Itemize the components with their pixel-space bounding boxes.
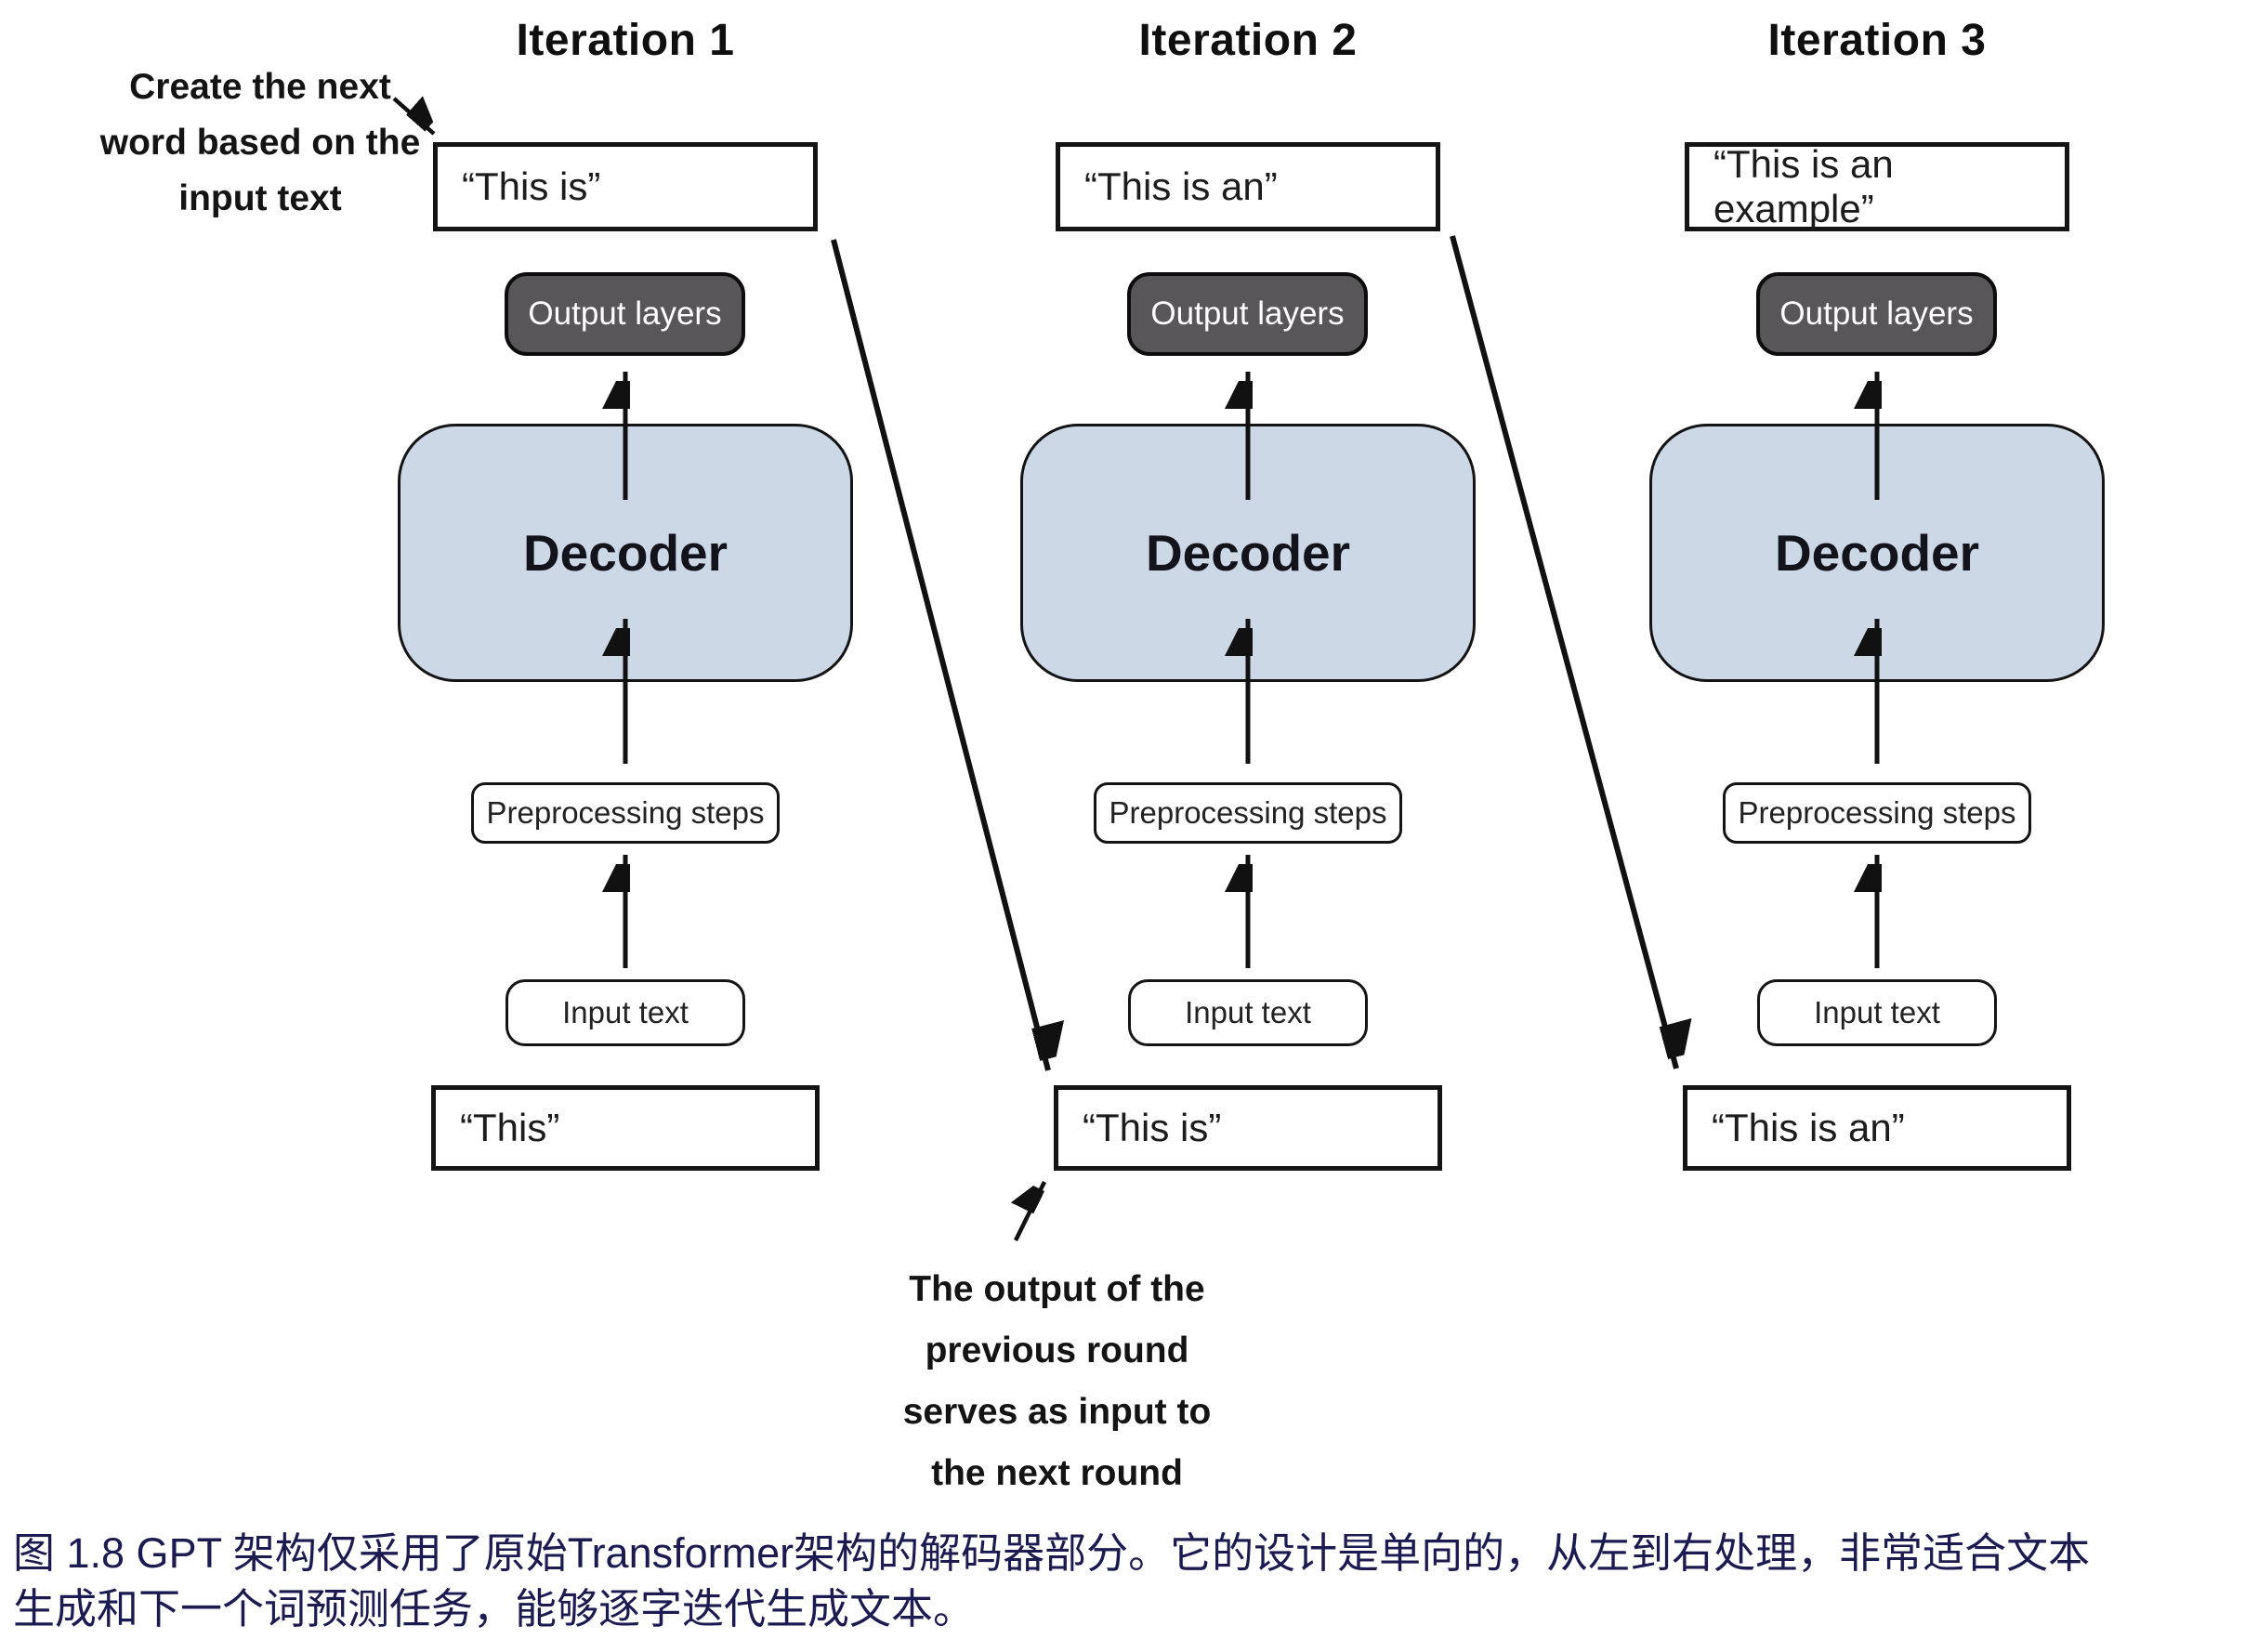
iteration-1-decoder-box: Decoder — [398, 424, 853, 682]
iteration-1-output-layers-box: Output layers — [505, 272, 745, 356]
iteration-1-input-text-box: Input text — [505, 979, 745, 1046]
figure-caption: 图 1.8 GPT 架构仅采用了原始Transformer架构的解码器部分。它的… — [13, 1526, 2252, 1637]
annotation-line: Create the next — [129, 67, 391, 107]
iteration-3-generated-text: “This is an example” — [1713, 142, 1894, 230]
iteration-1-generated-text: “This is” — [462, 164, 601, 208]
annotation-output-previous-round: The output of the previous round serves … — [850, 1259, 1264, 1504]
iteration-2-input-text-box: Input text — [1128, 979, 1368, 1046]
iteration-3-decoder-box: Decoder — [1649, 424, 2105, 682]
iteration-2-generated-text-box: “This is an” — [1056, 142, 1440, 231]
iteration-3-column: Iteration 3 “This is an example” Output … — [1635, 0, 2119, 1254]
annotation-create-next-word: Create the next word based on the input … — [56, 59, 465, 227]
annotation-line: The output of the — [909, 1269, 1205, 1309]
iteration-1-input-string-box: “This” — [431, 1085, 820, 1171]
iteration-1-column: Iteration 1 “This is” Output layers Deco… — [384, 0, 867, 1254]
iteration-3-preprocessing-box: Preprocessing steps — [1723, 782, 2031, 844]
iteration-3-output-layers-box: Output layers — [1756, 272, 1997, 356]
iteration-2-column: Iteration 2 “This is an” Output layers D… — [1006, 0, 1490, 1254]
figure-caption-line-1: 图 1.8 GPT 架构仅采用了原始Transformer架构的解码器部分。它的… — [13, 1529, 2091, 1577]
iteration-1-input-string: “This” — [460, 1106, 560, 1149]
iteration-3-input-string: “This is an” — [1712, 1106, 1905, 1149]
iteration-3-input-string-box: “This is an” — [1683, 1085, 2071, 1171]
iteration-2-decoder-box: Decoder — [1020, 424, 1476, 682]
iteration-3-title: Iteration 3 — [1767, 16, 1987, 65]
iteration-1-preprocessing-box: Preprocessing steps — [471, 782, 780, 844]
iteration-1-title: Iteration 1 — [516, 16, 735, 65]
iteration-2-output-layers-box: Output layers — [1127, 272, 1368, 356]
iteration-2-preprocessing-box: Preprocessing steps — [1094, 782, 1402, 844]
iteration-1-generated-text-box: “This is” — [433, 142, 818, 231]
iteration-3-generated-text-box: “This is an example” — [1685, 142, 2069, 231]
iteration-2-title: Iteration 2 — [1138, 16, 1358, 65]
annotation-line: input text — [178, 178, 342, 218]
iteration-2-generated-text: “This is an” — [1084, 164, 1278, 208]
iteration-2-input-string: “This is” — [1083, 1106, 1222, 1149]
annotation-line: word based on the — [99, 123, 421, 163]
figure-caption-line-2: 生成和下一个词预测任务，能够逐字迭代生成文本。 — [13, 1585, 976, 1632]
annotation-line: serves as input to — [902, 1392, 1212, 1432]
annotation-line: the next round — [931, 1453, 1183, 1493]
annotation-line: previous round — [925, 1331, 1189, 1370]
iteration-2-input-string-box: “This is” — [1054, 1085, 1442, 1171]
iteration-3-input-text-box: Input text — [1757, 979, 1997, 1046]
